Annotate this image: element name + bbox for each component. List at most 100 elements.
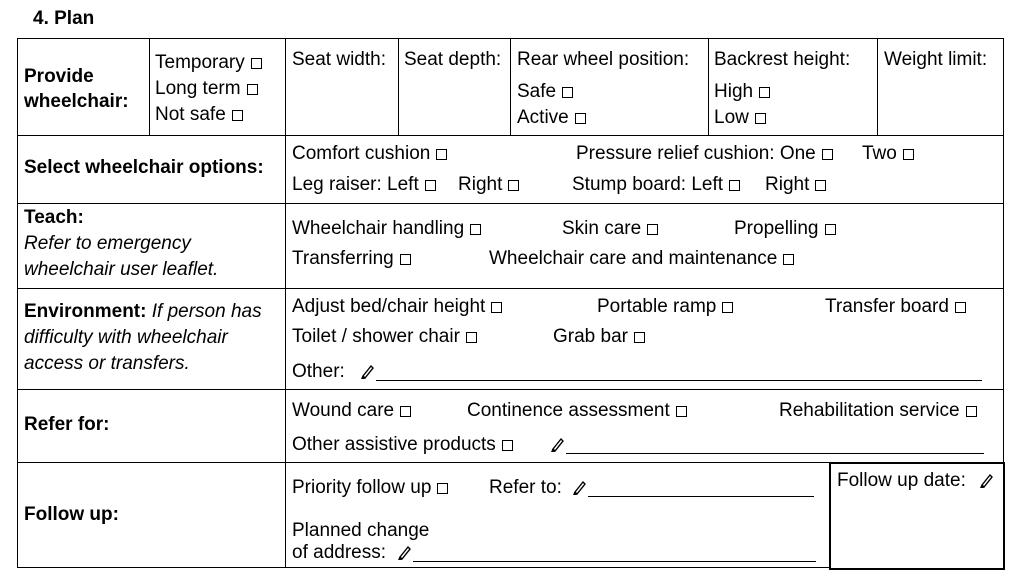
planned-change-label: Planned change [292, 520, 430, 541]
checkbox[interactable] [424, 180, 436, 191]
refer-label: Refer for: [24, 414, 110, 435]
stump-board-right-option[interactable]: Right [765, 174, 827, 196]
rehab-option[interactable]: Rehabilitation service [779, 400, 977, 422]
checkbox[interactable] [729, 180, 741, 191]
leg-raiser-left-option[interactable]: Leg raiser: Left [292, 174, 436, 196]
environment-label: Environment: If person has [24, 301, 262, 322]
row-divider [17, 203, 1004, 204]
checkbox[interactable] [754, 113, 766, 124]
not-safe-option[interactable]: Not safe [155, 104, 243, 126]
row-divider [17, 135, 1004, 136]
checkbox[interactable] [465, 332, 477, 343]
checkbox[interactable] [574, 113, 586, 124]
checkbox[interactable] [470, 224, 482, 235]
checkbox[interactable] [399, 254, 411, 265]
checkbox[interactable] [633, 332, 645, 343]
checkbox[interactable] [647, 224, 659, 235]
provide-label: Provide [24, 66, 94, 87]
follow-up-date-label: Follow up date: [837, 470, 966, 491]
row-divider [17, 389, 1004, 390]
pencil-icon [573, 480, 586, 495]
grab-bar-option[interactable]: Grab bar [553, 326, 645, 348]
checkbox[interactable] [783, 254, 795, 265]
checkbox[interactable] [491, 302, 503, 313]
checkbox[interactable] [437, 483, 449, 494]
continence-option[interactable]: Continence assessment [467, 400, 687, 422]
refer-to-input-line[interactable] [588, 496, 814, 497]
priority-follow-up-option[interactable]: Priority follow up [292, 477, 449, 499]
checkbox[interactable] [902, 149, 914, 160]
comfort-cushion-option[interactable]: Comfort cushion [292, 143, 448, 165]
rear-active-option[interactable]: Active [517, 107, 586, 129]
seat-width-field[interactable]: Seat width: [292, 49, 386, 70]
propelling-option[interactable]: Propelling [734, 218, 836, 240]
planned-change-label: of address: [292, 542, 386, 563]
teach-label: Teach: [24, 207, 84, 228]
follow-up-label: Follow up: [24, 504, 119, 525]
care-maintenance-option[interactable]: Wheelchair care and maintenance [489, 248, 795, 270]
seat-depth-field[interactable]: Seat depth: [404, 49, 502, 70]
checkbox[interactable] [246, 84, 258, 95]
checkbox[interactable] [675, 406, 687, 417]
section-title: 4. Plan [33, 8, 95, 29]
provide-label: wheelchair: [24, 91, 129, 112]
other-label: Other: [292, 361, 345, 382]
column-divider [149, 38, 150, 135]
skin-care-option[interactable]: Skin care [562, 218, 659, 240]
teach-note: wheelchair user leaflet. [24, 259, 219, 280]
checkbox[interactable] [400, 406, 412, 417]
portable-ramp-option[interactable]: Portable ramp [597, 296, 734, 318]
other-products-input-line[interactable] [566, 453, 984, 454]
column-divider [877, 38, 878, 135]
temporary-option[interactable]: Temporary [155, 52, 262, 74]
address-input-line[interactable] [413, 561, 816, 562]
backrest-label: Backrest height: [714, 49, 851, 70]
wheelchair-handling-option[interactable]: Wheelchair handling [292, 218, 482, 240]
other-input-line[interactable] [376, 380, 982, 381]
follow-up-date-box[interactable] [829, 462, 1005, 570]
pressure-relief-two-option[interactable]: Two [862, 143, 914, 165]
backrest-high-option[interactable]: High [714, 81, 771, 103]
checkbox[interactable] [501, 440, 513, 451]
transferring-option[interactable]: Transferring [292, 248, 411, 270]
row-divider [17, 462, 1004, 463]
checkbox[interactable] [815, 180, 827, 191]
backrest-low-option[interactable]: Low [714, 107, 766, 129]
pressure-relief-option[interactable]: Pressure relief cushion: One [576, 143, 833, 165]
teach-note: Refer to emergency [24, 233, 191, 254]
table-border-left [17, 38, 18, 568]
options-label: Select wheelchair options: [24, 157, 264, 178]
stump-board-left-option[interactable]: Stump board: Left [572, 174, 741, 196]
weight-limit-field[interactable]: Weight limit: [884, 49, 988, 70]
column-divider [708, 38, 709, 135]
other-products-option[interactable]: Other assistive products [292, 434, 513, 456]
checkbox[interactable] [824, 224, 836, 235]
column-divider [398, 38, 399, 135]
checkbox[interactable] [759, 87, 771, 98]
checkbox[interactable] [954, 302, 966, 313]
table-border-right [1003, 38, 1004, 463]
checkbox[interactable] [821, 149, 833, 160]
row-divider [17, 288, 1004, 289]
long-term-option[interactable]: Long term [155, 78, 258, 100]
refer-to-label: Refer to: [489, 477, 562, 498]
rear-safe-option[interactable]: Safe [517, 81, 574, 103]
rear-wheel-label: Rear wheel position: [517, 49, 690, 70]
checkbox[interactable] [250, 58, 262, 69]
checkbox[interactable] [965, 406, 977, 417]
pencil-icon [398, 545, 411, 560]
checkbox[interactable] [231, 110, 243, 121]
adjust-bed-option[interactable]: Adjust bed/chair height [292, 296, 503, 318]
transfer-board-option[interactable]: Transfer board [825, 296, 966, 318]
checkbox[interactable] [562, 87, 574, 98]
column-divider [285, 38, 286, 568]
environment-note: difficulty with wheelchair [24, 327, 228, 348]
checkbox[interactable] [508, 180, 520, 191]
toilet-chair-option[interactable]: Toilet / shower chair [292, 326, 477, 348]
checkbox[interactable] [722, 302, 734, 313]
wound-care-option[interactable]: Wound care [292, 400, 412, 422]
leg-raiser-right-option[interactable]: Right [458, 174, 520, 196]
pencil-icon [980, 473, 993, 488]
pencil-icon [361, 364, 374, 379]
checkbox[interactable] [436, 149, 448, 160]
